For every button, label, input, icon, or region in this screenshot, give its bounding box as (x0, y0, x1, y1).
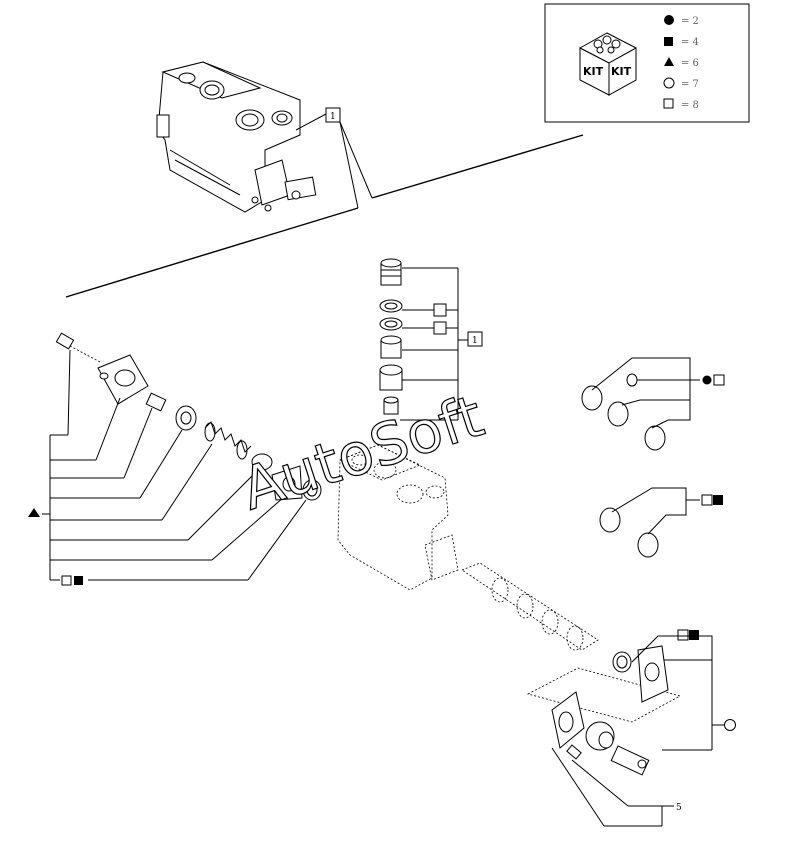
kit-label-right: KIT (611, 65, 632, 78)
legend-text-2: = 4 (681, 37, 699, 48)
watermark: AutoSoft (233, 382, 491, 524)
vertical-part-stack: 1 (379, 258, 483, 421)
open-square-icon (433, 303, 447, 317)
top-valve-assembly (156, 61, 317, 213)
top-assembly-callout: 1 (295, 107, 373, 209)
filled-circle-icon (702, 375, 712, 385)
divider-line-right (371, 134, 584, 199)
kit-legend: KIT KIT = 2 = 4 = 6 = 7 = 8 (544, 3, 750, 123)
kit-box-icon: KIT KIT (578, 32, 638, 96)
legend-text-1: = 2 (681, 16, 699, 27)
filled-square-icon (713, 495, 723, 505)
stack-assembly-label: 1 (472, 336, 478, 346)
legend-text-5: = 8 (681, 100, 699, 111)
open-circle-icon (663, 77, 675, 89)
left-exploded-parts (55, 332, 322, 501)
right-oring-group-mid (599, 487, 723, 558)
bottom-ref-label: 5 (676, 803, 682, 813)
legend-text-3: = 6 (681, 58, 699, 69)
ghost-valve-body (337, 444, 599, 651)
legend-text-4: = 7 (681, 79, 699, 90)
open-square-icon (713, 374, 725, 386)
left-leader-lines (28, 349, 307, 586)
divider-line-left (65, 207, 359, 298)
kit-label-left: KIT (583, 65, 604, 78)
filled-triangle-icon (28, 508, 40, 517)
right-oring-group-top (581, 357, 725, 451)
bottom-right-parts: 5 (526, 629, 736, 827)
filled-circle-icon (664, 15, 674, 25)
open-square-icon (61, 575, 72, 586)
filled-square-icon (664, 37, 673, 46)
filled-square-icon (74, 576, 83, 585)
filled-square-icon (689, 630, 699, 640)
filled-triangle-icon (664, 57, 674, 66)
top-assembly-label: 1 (330, 112, 336, 122)
open-square-icon (663, 98, 674, 109)
open-square-icon (433, 321, 447, 335)
open-square-icon (677, 629, 689, 641)
open-square-icon (701, 494, 713, 506)
open-circle-icon (724, 719, 736, 731)
